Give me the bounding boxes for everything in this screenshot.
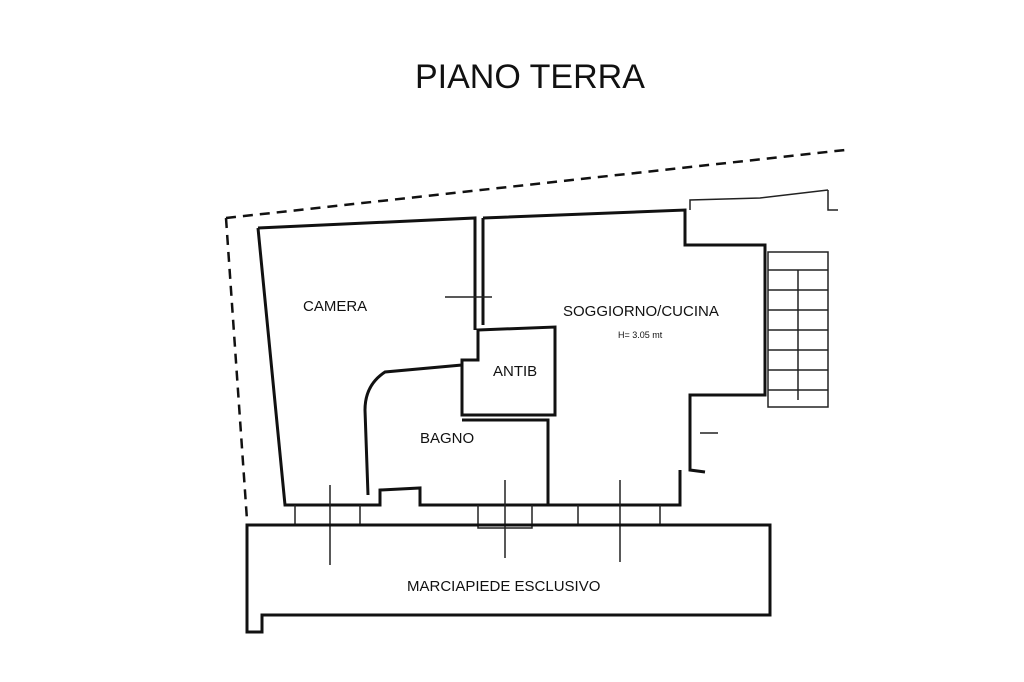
boundary-left	[224, 217, 249, 521]
room-label-antis: ANTIB	[493, 363, 537, 380]
wall-antis	[460, 325, 557, 417]
room-label-bagno: BAGNO	[420, 430, 474, 447]
wall-bagno-right	[462, 418, 550, 505]
boundary-top	[225, 148, 846, 220]
room-label-camera: CAMERA	[303, 298, 367, 315]
wall-soggiorno	[482, 208, 767, 474]
room-label-marciapiede: MARCIAPIEDE ESCLUSIVO	[407, 578, 600, 595]
stairs	[767, 251, 829, 408]
room-label-soggiorno: SOGGIORNO/CUCINA	[563, 303, 719, 320]
wall-bagno-left	[363, 363, 463, 496]
wall-external	[689, 189, 829, 210]
room-height-note: H= 3.05 mt	[618, 330, 663, 340]
plan-title: PIANO TERRA	[415, 58, 645, 96]
wall-bottom	[365, 470, 682, 507]
wall-camera	[257, 216, 477, 330]
sidewalk	[245, 523, 772, 634]
wall-camera-left	[256, 227, 365, 507]
boundary-corner	[827, 190, 838, 211]
